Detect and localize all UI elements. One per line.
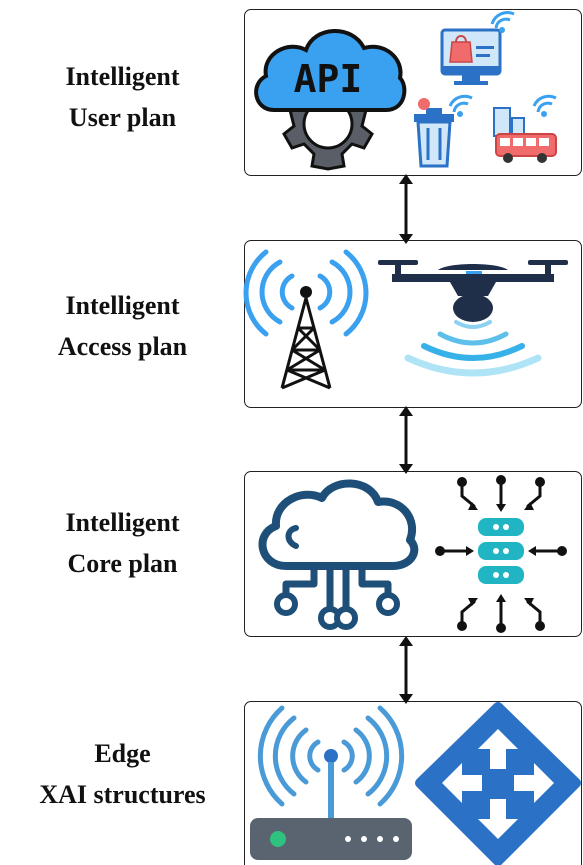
connector-user-access [399,174,413,244]
connector-access-core [399,406,413,474]
radio-tower-icon [243,249,369,390]
layer-label-edge-line2: XAI structures [39,780,206,809]
layer-label-edge: Edge XAI structures [0,733,245,815]
smart-bus-city-icon [493,94,557,163]
layer-label-user-line2: User plan [68,103,177,132]
layer-label-edge-line1: Edge [94,739,151,768]
drone-icon [378,260,568,377]
cloud-api-gear-icon: API [254,29,407,171]
server-data-flow-icon [435,475,567,633]
layer-label-user: Intelligent User plan [0,56,245,138]
wifi-router-icon [250,705,412,860]
connector-core-edge [399,636,413,704]
layer-label-core-line1: Intelligent [65,508,180,537]
smart-shop-monitor-icon [440,11,515,85]
layer-label-user-line1: Intelligent [65,62,180,91]
smart-trash-bin-icon [414,94,473,168]
api-text: API [294,57,363,101]
layer-label-core-line2: Core plan [67,549,178,578]
layer-label-access: Intelligent Access plan [0,285,245,367]
network-router-arrows-icon [415,702,581,865]
layer-label-access-line1: Intelligent [65,291,180,320]
cloud-circuit-icon [258,479,419,630]
layer-label-access-line2: Access plan [57,332,188,361]
layer-label-core: Intelligent Core plan [0,502,245,584]
